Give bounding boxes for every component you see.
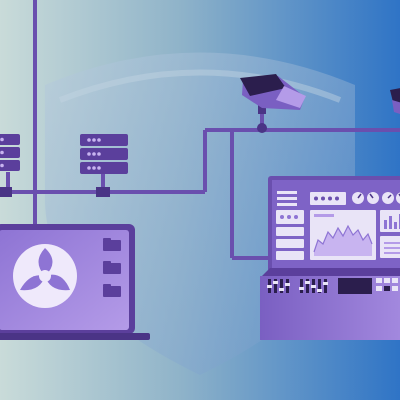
console-header-widgets	[277, 191, 400, 206]
console-sliders	[267, 279, 328, 293]
console-display	[338, 278, 372, 294]
server-left-icon	[0, 134, 20, 171]
console-side-panels	[276, 210, 304, 260]
control-console	[260, 176, 400, 340]
console-main-chart	[310, 210, 376, 260]
console-button-dark	[384, 286, 390, 291]
laptop	[0, 224, 150, 340]
security-camera-right-icon	[390, 88, 400, 114]
gauge-dials	[352, 192, 400, 204]
radiation-style-logo-icon	[13, 244, 77, 308]
folder-icon	[103, 238, 121, 297]
cable-junctions	[0, 123, 267, 197]
security-camera-icon	[240, 74, 306, 114]
server-rack-icon	[80, 134, 128, 174]
shield-inner-icon	[58, 69, 342, 103]
console-buttons	[376, 278, 398, 291]
